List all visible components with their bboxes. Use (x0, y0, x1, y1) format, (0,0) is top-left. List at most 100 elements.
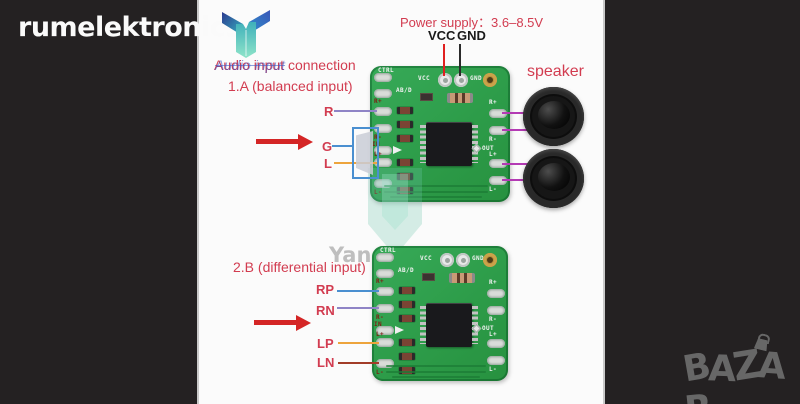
pad-abd (374, 89, 392, 98)
silk-gnd: GND (472, 255, 485, 262)
pad-left-rplus (376, 287, 394, 296)
silk-left-rplus: R+ (374, 98, 383, 105)
silk-ctrl: CTRL (380, 247, 397, 254)
pad-in (374, 146, 392, 155)
silk-right-lplus: L+ (489, 151, 498, 158)
pcb-trace (390, 196, 482, 198)
silk-right-rminus: R- (489, 316, 498, 323)
bazar-watermark: BAZAR (680, 342, 800, 404)
silk-right-lplus: L+ (489, 331, 498, 338)
silk-left-lminus: L- (376, 369, 385, 376)
speaker-wire-lminus (502, 179, 528, 181)
section2-title: 2.B (differential input) (233, 259, 366, 275)
silk-ctrl: CTRL (378, 67, 395, 74)
smd-component (422, 273, 435, 281)
pad-abd (376, 269, 394, 278)
title-watermark-overlay: Audio input (215, 57, 286, 73)
store-name: rumelektronics (18, 12, 241, 43)
bazar-letter: A (757, 345, 786, 388)
teal-watermark-icon (368, 168, 422, 256)
pad-left-rplus (374, 107, 392, 116)
pad-left-rminus (374, 124, 392, 133)
pad-ctrl (374, 73, 392, 82)
pcb-trace (392, 376, 480, 378)
speaker-wire-rplus (502, 112, 528, 114)
pad-gnd (456, 253, 470, 267)
resistor (449, 273, 475, 283)
silk-right-rplus: R+ (489, 279, 498, 286)
amplifier-ic (420, 303, 478, 347)
silk-vcc: VCC (418, 75, 431, 82)
smd-resistor (399, 353, 415, 360)
brand-logo-icon (222, 10, 270, 58)
silk-gnd: GND (470, 75, 483, 82)
speaker-wire-rminus (502, 129, 530, 131)
pad-ctrl (376, 253, 394, 262)
pad-in (376, 326, 394, 335)
amplifier-board-2: CTRL AB/D R+ R- IN L+ L- VCC GND R+ R- O… (372, 246, 508, 381)
wire-rp (337, 290, 379, 292)
wire-r (334, 110, 377, 112)
red-arrow-head (296, 314, 311, 331)
in-arrow-icon (395, 326, 404, 334)
pad-left-rminus (376, 304, 394, 313)
mounting-hole (483, 253, 497, 267)
pcb-trace (386, 371, 486, 373)
section1-title: 1.A (balanced input) (228, 78, 353, 94)
speaker-wire-lplus (502, 163, 530, 165)
red-arrow (256, 139, 298, 144)
input-label-r: R (324, 104, 334, 119)
pad-vcc (438, 73, 452, 87)
input-label-lp: LP (317, 336, 334, 351)
silk-right-lminus: L- (489, 186, 498, 193)
pad-right-lplus (487, 339, 505, 348)
smd-resistor (397, 135, 413, 142)
silk-in: IN (374, 321, 383, 328)
silk-abd: AB/D (398, 267, 415, 274)
pcb-trace (386, 365, 486, 367)
speaker-left (523, 149, 584, 208)
watermark-fragment (356, 131, 373, 175)
diagram-title: Audio input connection (214, 57, 356, 73)
pad-right-lplus (489, 159, 507, 168)
smd-component (420, 93, 433, 101)
wire-ln (338, 362, 379, 364)
wire-rn (337, 307, 379, 309)
input-label-rn: RN (316, 303, 335, 318)
pad-vcc (440, 253, 454, 267)
pad-right-rminus (489, 126, 507, 135)
smd-resistor (399, 339, 415, 346)
pcb-trace (384, 191, 488, 193)
pad-right-lminus (487, 356, 505, 365)
silk-right-rplus: R+ (489, 99, 498, 106)
smd-resistor (397, 107, 413, 114)
in-arrow-icon (393, 146, 402, 154)
smd-resistor (397, 187, 413, 194)
wire-g (332, 145, 353, 147)
silk-left-lplus: L+ (376, 331, 385, 338)
pad-left-lminus (376, 359, 394, 368)
pcb-trace (384, 185, 488, 187)
speaker-label: speaker (527, 63, 584, 80)
red-arrow-head (298, 133, 313, 150)
pad-left-lplus (374, 158, 392, 167)
input-label-ln: LN (317, 355, 335, 370)
smd-resistor (399, 287, 415, 294)
pad-right-rminus (487, 306, 505, 315)
wire-lp (338, 342, 379, 344)
pad-right-rplus (487, 289, 505, 298)
smd-resistor (399, 301, 415, 308)
smd-resistor (397, 159, 413, 166)
gnd-label: GND (457, 28, 486, 43)
silk-right-rminus: R- (489, 136, 498, 143)
amplifier-board-1: CTRL AB/D R+ R- IN L+ L- VCC GND R+ R- O… (370, 66, 510, 202)
amplifier-ic (420, 122, 478, 166)
input-label-rp: RP (316, 282, 335, 297)
silk-abd: AB/D (396, 87, 413, 94)
pad-right-lminus (489, 176, 507, 185)
silk-left-lminus: L- (374, 189, 383, 196)
vcc-label: VCC (428, 28, 456, 43)
smd-resistor (399, 367, 415, 374)
smd-resistor (397, 121, 413, 128)
bazar-letter: R (683, 387, 713, 404)
